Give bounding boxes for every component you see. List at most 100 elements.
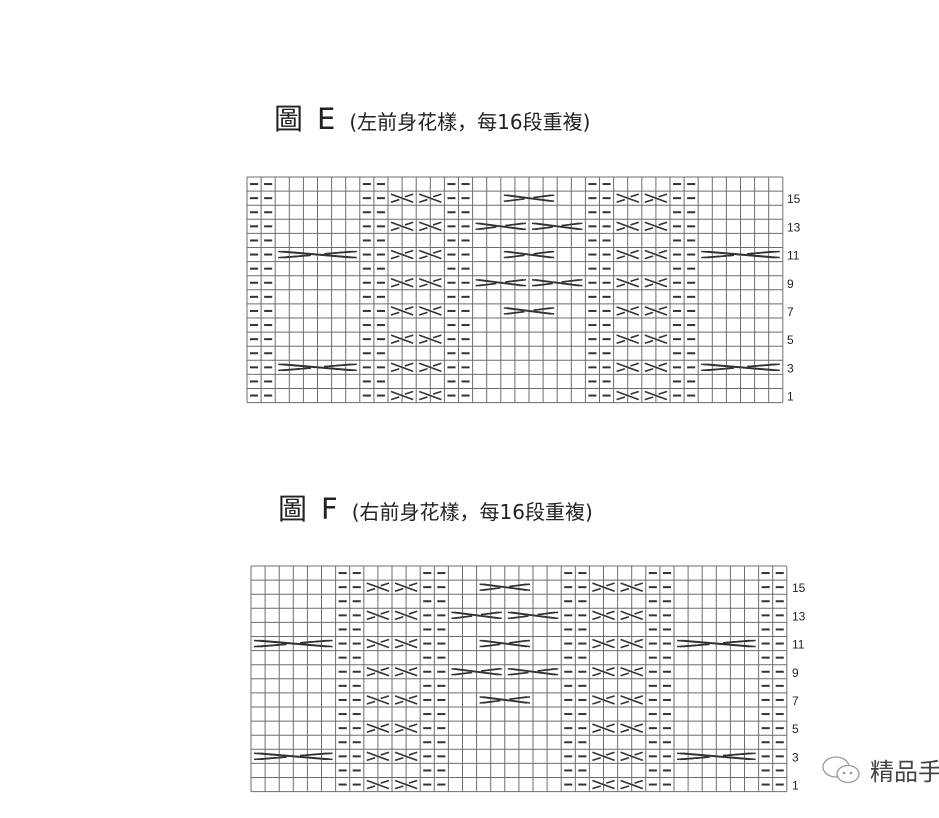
title-subtitle: (左前身花樣，每16段重複) xyxy=(349,110,591,134)
cross-symbol xyxy=(394,779,418,790)
cable-symbol xyxy=(475,222,527,231)
cross-symbol xyxy=(644,362,668,373)
cross-symbol xyxy=(616,277,640,288)
cross-symbol xyxy=(592,779,615,790)
cable-symbol xyxy=(507,611,559,620)
cable-symbol xyxy=(475,278,527,287)
title-letter: E xyxy=(317,102,336,136)
cross-symbol xyxy=(644,221,668,232)
cross-symbol xyxy=(366,751,390,762)
cross-symbol xyxy=(620,751,644,762)
cross-symbol xyxy=(620,779,644,790)
cross-symbol xyxy=(616,249,640,260)
cross-symbol xyxy=(644,249,668,260)
cross-symbol xyxy=(620,666,644,677)
cross-symbol xyxy=(592,666,615,677)
cross-symbol xyxy=(418,306,442,316)
cross-symbol xyxy=(390,306,414,316)
cross-symbol xyxy=(366,582,390,592)
cable-symbol xyxy=(253,752,333,761)
grid xyxy=(250,565,788,793)
cross-symbol xyxy=(394,666,418,677)
cross-symbol xyxy=(366,779,390,790)
cable-symbol xyxy=(278,363,357,372)
grid xyxy=(246,176,784,404)
cross-symbol xyxy=(390,221,414,232)
cross-symbol xyxy=(620,610,644,621)
cross-symbol xyxy=(616,306,640,316)
cross-symbol xyxy=(616,362,640,373)
cross-symbol xyxy=(620,638,644,649)
row-label: 7 xyxy=(792,694,799,708)
cross-symbol xyxy=(616,334,640,344)
cross-symbol xyxy=(418,334,442,344)
cross-symbol xyxy=(394,695,418,705)
title-prefix: 圖 xyxy=(274,102,304,136)
cable-symbol xyxy=(676,639,756,648)
cross-symbol xyxy=(418,193,442,203)
cable-symbol xyxy=(479,696,531,704)
title-subtitle: (右前身花樣，每16段重複) xyxy=(351,500,593,524)
cross-symbol xyxy=(390,362,414,373)
cable-symbol xyxy=(531,222,583,231)
row-label: 9 xyxy=(787,277,794,291)
watermark: 精品手 xyxy=(820,752,939,787)
cable-symbol xyxy=(479,583,531,591)
cross-symbol xyxy=(366,723,390,733)
cable-symbol xyxy=(479,639,531,648)
row-label: 7 xyxy=(787,305,794,319)
cross-symbol xyxy=(644,390,668,401)
row-label: 11 xyxy=(792,638,805,652)
cable-symbol xyxy=(451,667,502,676)
cable-symbol xyxy=(451,611,502,620)
cross-symbol xyxy=(418,277,442,288)
chart-f-title: 圖 F (右前身花樣，每16段重複) xyxy=(278,486,593,528)
cross-symbol xyxy=(390,193,414,203)
chart-e-title: 圖 E (左前身花樣，每16段重複) xyxy=(274,96,590,138)
cross-symbol xyxy=(616,193,640,203)
cross-symbol xyxy=(394,582,418,592)
cross-symbol xyxy=(394,751,418,762)
cross-symbol xyxy=(394,723,418,733)
cross-symbol xyxy=(620,582,644,592)
cable-symbol xyxy=(676,752,756,761)
title-letter: F xyxy=(321,492,338,526)
cable-symbol xyxy=(701,250,780,259)
title-prefix: 圖 xyxy=(278,492,308,526)
row-label: 1 xyxy=(792,779,799,793)
cross-symbol xyxy=(620,695,644,705)
row-label: 5 xyxy=(787,333,794,347)
cross-symbol xyxy=(644,277,668,288)
row-label: 3 xyxy=(792,750,799,764)
row-label: 1 xyxy=(787,390,794,404)
cross-symbol xyxy=(418,362,442,373)
cross-symbol xyxy=(394,610,418,621)
cross-symbol xyxy=(390,390,414,401)
cross-symbol xyxy=(418,249,442,260)
cross-symbol xyxy=(592,723,615,733)
cross-symbol xyxy=(644,334,668,344)
cross-symbol xyxy=(366,638,390,649)
cross-symbol xyxy=(592,582,615,592)
cross-symbol xyxy=(394,638,418,649)
cross-symbol xyxy=(366,610,390,621)
cross-symbol xyxy=(390,249,414,260)
cross-symbol xyxy=(592,638,615,649)
row-label: 9 xyxy=(792,666,799,680)
cable-symbol xyxy=(507,667,559,676)
cross-symbol xyxy=(390,277,414,288)
wechat-icon xyxy=(822,755,860,783)
cable-symbol xyxy=(278,250,357,259)
cross-symbol xyxy=(620,723,644,733)
cable-symbol xyxy=(503,307,555,315)
row-label: 5 xyxy=(792,722,799,736)
cross-symbol xyxy=(390,334,414,344)
cable-symbol xyxy=(701,363,780,372)
cross-symbol xyxy=(366,666,390,677)
cross-symbol xyxy=(366,695,390,705)
cross-symbol xyxy=(592,751,615,762)
cross-symbol xyxy=(616,390,640,401)
cross-symbol xyxy=(418,221,442,232)
